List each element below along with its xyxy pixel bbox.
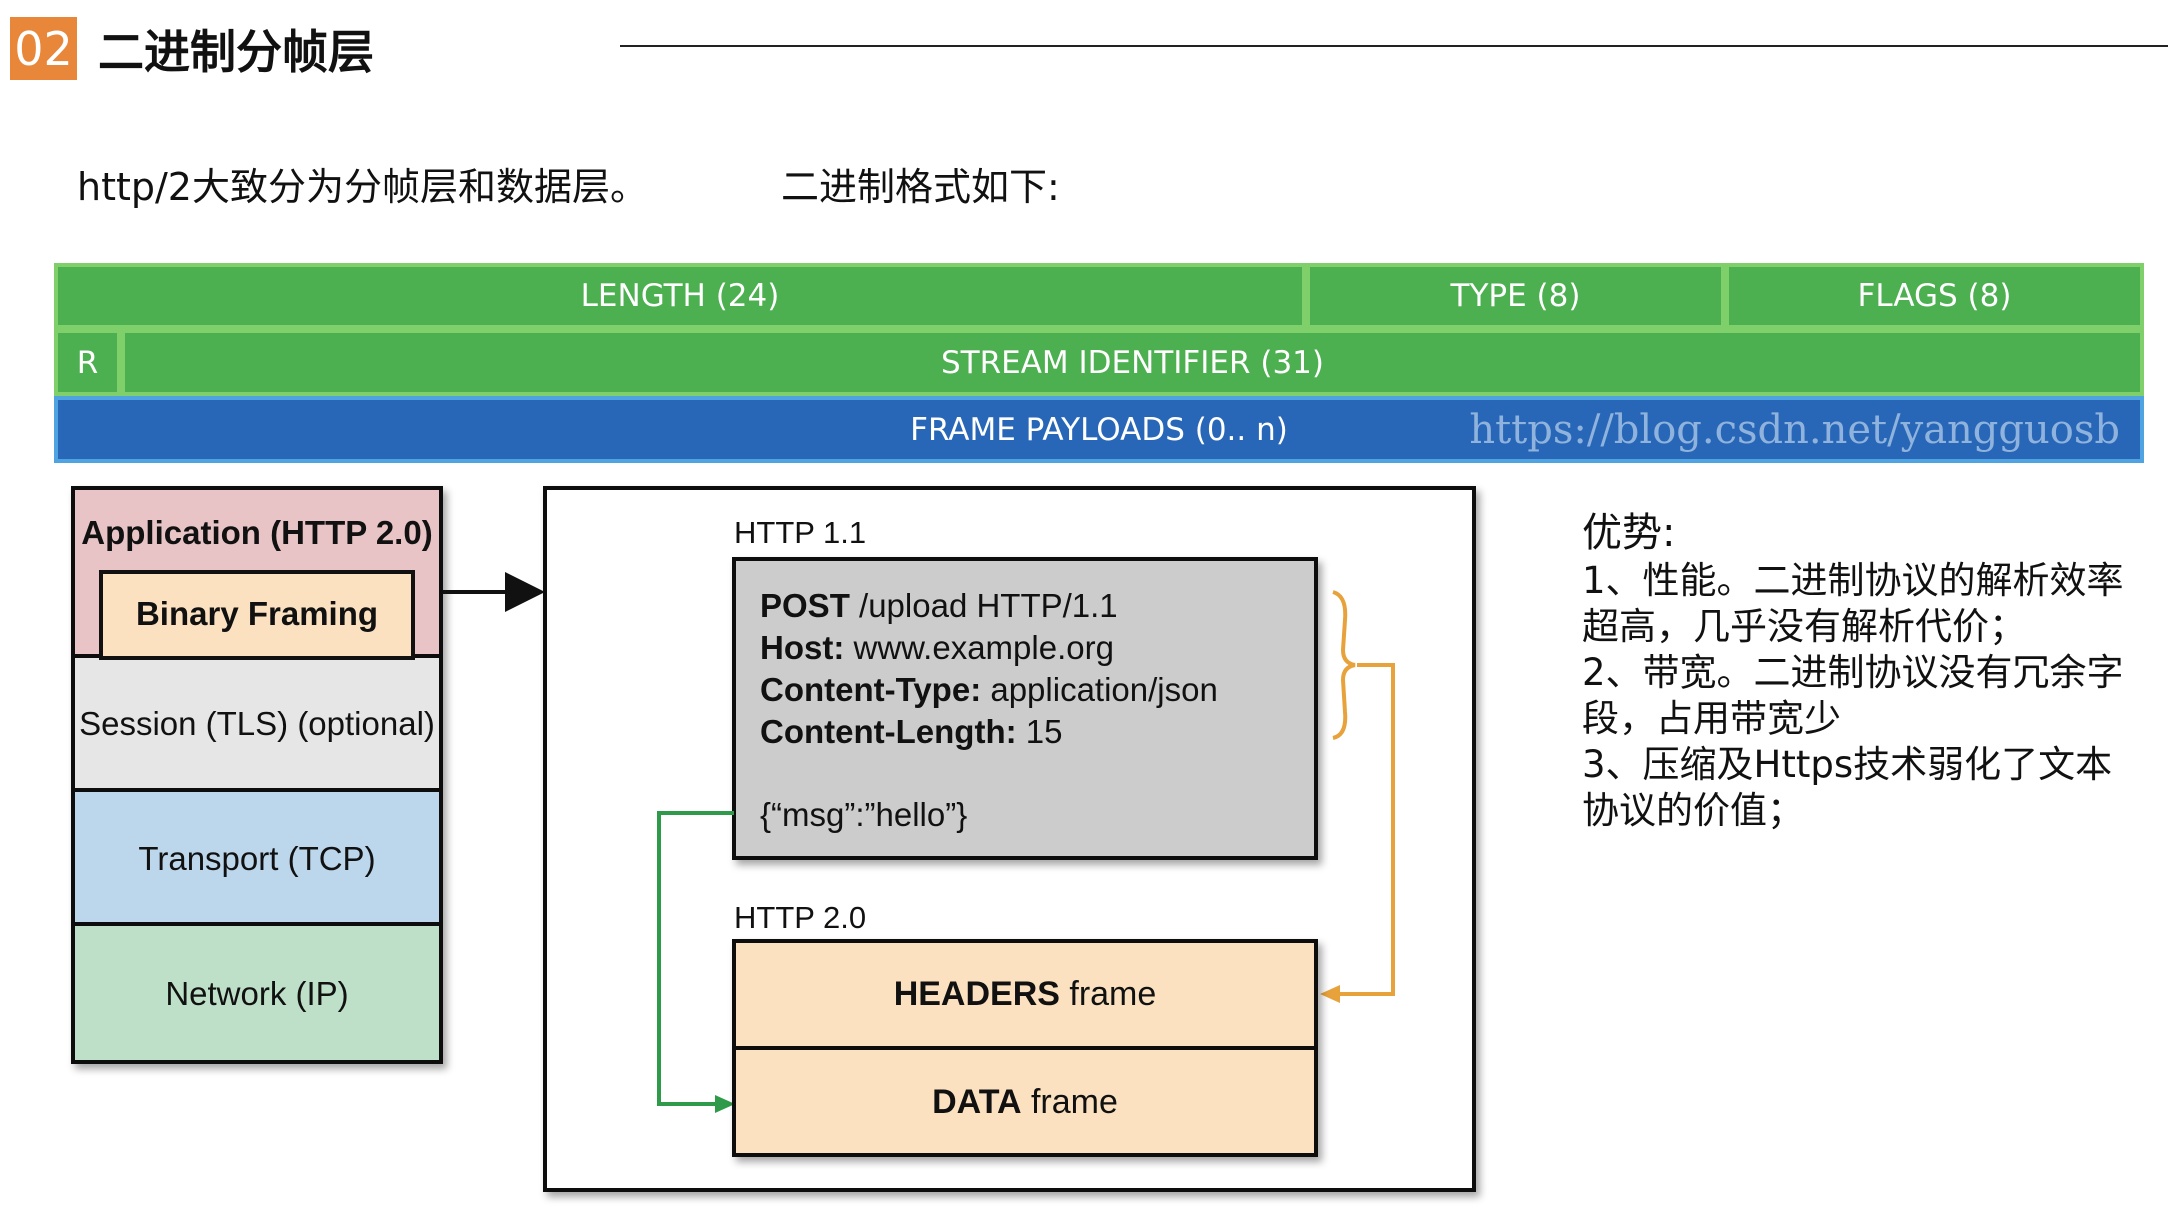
advantage-item: 3、压缩及Https技术弱化了文本协议的价值； <box>1582 743 2113 832</box>
content-length-header-line: Content-Length: 15 <box>760 713 1062 750</box>
content-type-key: Content-Type: <box>760 671 981 708</box>
transport-layer-box <box>71 788 443 926</box>
request-body: {“msg”:”hello”} <box>760 796 967 833</box>
headers-frame-label: HEADERS frame <box>894 975 1157 1013</box>
content-type-value: application/json <box>981 671 1218 708</box>
section-title: 二进制分帧层 <box>98 24 374 79</box>
http11-label: HTTP 1.1 <box>734 515 866 550</box>
type-field: TYPE (8) <box>1306 263 1725 329</box>
data-frame-box <box>732 1046 1318 1157</box>
headers-mapping-arrow <box>1336 663 1395 996</box>
data-arrowhead <box>715 1095 735 1113</box>
session-layer-label: Session (TLS) (optional) <box>79 705 435 742</box>
title-divider <box>620 45 2168 47</box>
frame-format-table: LENGTH (24) TYPE (8) FLAGS (8) R STREAM … <box>54 263 2144 468</box>
data-frame-label-rest: frame <box>1022 1083 1118 1121</box>
application-layer-label: Application (HTTP 2.0) <box>81 514 432 551</box>
request-line: POST /upload HTTP/1.1 <box>760 587 1118 624</box>
headers-brace <box>1332 590 1356 740</box>
advantages-list: 1、性能。二进制协议的解析效率超高，几乎没有解析代价； 2、带宽。二进制协议没有… <box>1582 558 2142 834</box>
content-length-value: 15 <box>1017 713 1063 750</box>
content-length-key: Content-Length: <box>760 713 1017 750</box>
host-header-line: Host: www.example.org <box>760 629 1114 666</box>
host-header-value: www.example.org <box>844 629 1114 666</box>
data-frame-label: DATA frame <box>932 1083 1118 1121</box>
reserved-bit-field: R <box>54 329 121 396</box>
frame-payload-label: FRAME PAYLOADS (0.. n) <box>910 411 1288 448</box>
network-layer-label: Network (IP) <box>165 975 348 1012</box>
request-line-value: /upload HTTP/1.1 <box>850 587 1118 624</box>
host-header-key: Host: <box>760 629 844 666</box>
network-layer-box <box>71 922 443 1064</box>
headers-frame-label-bold: HEADERS <box>894 975 1060 1013</box>
http2-label: HTTP 2.0 <box>734 900 866 935</box>
advantage-item: 1、性能。二进制协议的解析效率超高，几乎没有解析代价； <box>1582 559 2124 648</box>
binary-framing-label: Binary Framing <box>136 595 378 632</box>
frame-payload-field: FRAME PAYLOADS (0.. n) https://blog.csdn… <box>54 396 2144 463</box>
content-type-header-line: Content-Type: application/json <box>760 671 1218 708</box>
watermark-text: https://blog.csdn.net/yangguosb <box>1469 406 2120 453</box>
data-mapping-arrow <box>657 811 734 1106</box>
http2-frames <box>732 939 1318 1157</box>
advantage-item: 2、带宽。二进制协议没有冗余字段，占用带宽少 <box>1582 651 2124 740</box>
stream-identifier-field: STREAM IDENTIFIER (31) <box>121 329 2144 396</box>
advantages-title: 优势: <box>1582 510 1676 556</box>
section-number-badge: 02 <box>10 17 77 80</box>
transport-layer-label: Transport (TCP) <box>138 840 375 877</box>
flags-field: FLAGS (8) <box>1725 263 2144 329</box>
intro-text: http/2大致分为分帧层和数据层。 <box>77 165 648 209</box>
request-line-key: POST <box>760 587 850 624</box>
length-field: LENGTH (24) <box>54 263 1306 329</box>
format-label: 二进制格式如下: <box>781 165 1060 209</box>
http11-request-box <box>732 557 1318 860</box>
binary-framing-box <box>99 570 415 660</box>
data-frame-label-bold: DATA <box>932 1083 1021 1121</box>
headers-frame-label-rest: frame <box>1060 975 1156 1013</box>
session-layer-box <box>71 654 443 792</box>
headers-arrowhead <box>1320 985 1340 1003</box>
protocol-stack <box>71 486 443 1064</box>
